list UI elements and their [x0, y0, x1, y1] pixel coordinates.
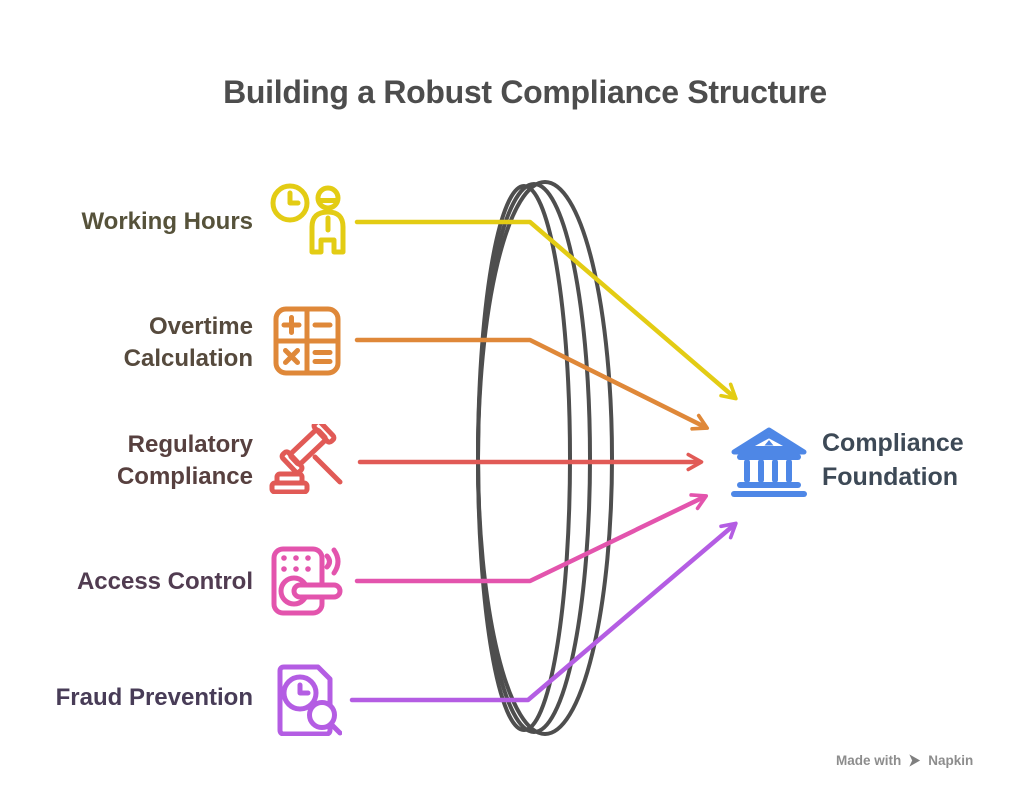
lens-ellipse-inner: [476, 184, 572, 732]
clock-person-icon: [270, 183, 346, 255]
page-title: Building a Robust Compliance Structure: [223, 74, 827, 110]
item-label-regulatory-compliance: Regulatory Compliance: [116, 431, 253, 490]
arrow-fraud-prevention: [349, 521, 738, 703]
lens-ellipse-middle: [476, 182, 592, 734]
lens-ellipse-outer: [476, 180, 614, 736]
gavel-icon: [269, 424, 343, 494]
target-label-compliance-foundation: Compliance Foundation: [822, 429, 964, 491]
watermark-brand: Napkin: [928, 753, 974, 768]
arrow-overtime-calculation: [354, 337, 710, 431]
napkin-logo-icon: [909, 754, 921, 767]
item-label-fraud-prevention: Fraud Prevention: [55, 684, 253, 711]
bank-icon: [731, 427, 807, 497]
arrow-working-hours: [354, 219, 738, 401]
arrow-access-control: [354, 493, 709, 584]
item-label-access-control: Access Control: [76, 568, 253, 595]
item-label-working-hours: Working Hours: [81, 208, 253, 235]
document-search-icon: [277, 664, 342, 736]
calculator-icon: [273, 306, 341, 376]
watermark-prefix: Made with: [836, 753, 902, 768]
item-label-overtime-calculation: Overtime Calculation: [123, 313, 253, 372]
door-lock-icon: [271, 546, 343, 616]
pediment-dot: [764, 440, 774, 446]
watermark: Made with Napkin: [836, 753, 973, 768]
keypad-dots: [281, 555, 311, 572]
